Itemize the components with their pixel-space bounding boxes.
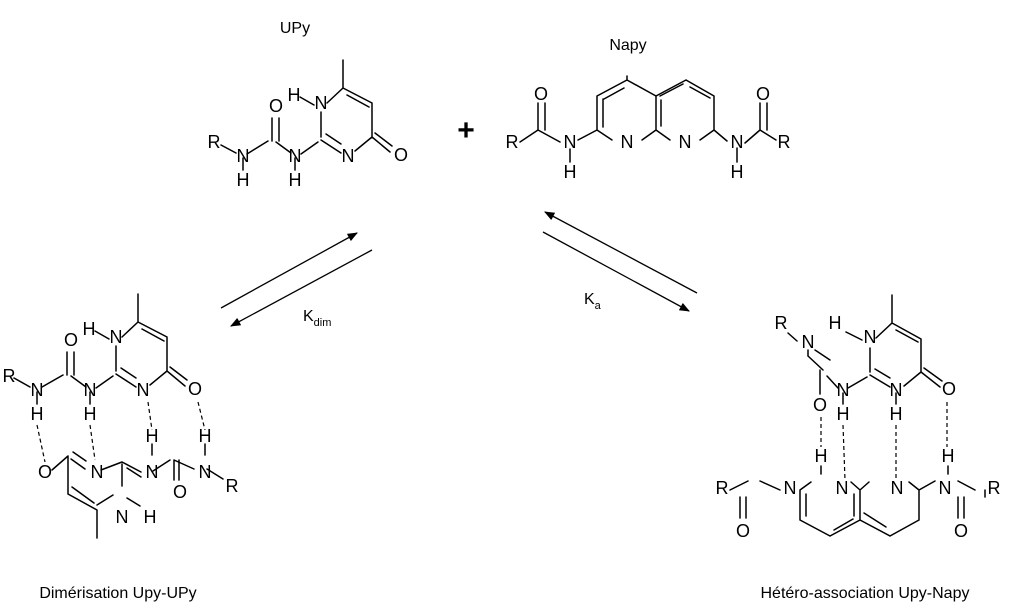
upy-o2: O [394,145,408,165]
k-dim-label: Kdim [303,308,331,329]
dimer-n4: N [137,380,150,400]
hetero-n6: N [836,478,849,498]
dimer-h5: H [199,426,212,446]
hetero-r1: R [775,313,788,333]
hetero-n2: N [837,380,850,400]
upy-title: UPy [280,20,310,37]
upy-n1: N [237,146,250,166]
hetero-n8: N [939,478,952,498]
hetero-h4: H [815,446,828,466]
upy-monomer: R N H O N H H N N O [208,59,408,190]
hetero-h1: H [829,313,842,333]
napy-r1: R [506,132,519,152]
dimerization-caption: Dimérisation Upy-UPy [39,585,196,602]
hetero-n5: N [784,478,797,498]
hetero-n7: N [891,478,904,498]
hetero-h5: H [942,446,955,466]
napy-title: Napy [609,37,646,54]
hetero-n4: N [890,380,903,400]
napy-n3: N [679,132,692,152]
dimer-r2: R [226,476,239,496]
dimer-n8: N [116,507,129,527]
upy-h3: H [288,85,301,105]
hetero-association-caption: Hétéro-association Upy-Napy [761,585,970,602]
dimer-r1: R [3,366,16,386]
hetero-h3: H [890,404,903,424]
napy-n1: N [564,132,577,152]
dimer-o3: O [38,462,52,482]
hetero-o1: O [813,395,827,415]
upy-h2: H [289,170,302,190]
dimer-h6: H [144,507,157,527]
dimer-h2: H [84,404,97,424]
upy-n4: N [342,146,355,166]
dimer-n3: N [110,327,123,347]
napy-h2: H [731,162,744,182]
upy-o1: O [269,96,283,116]
hetero-h2: H [837,404,850,424]
k-a-label: Ka [584,291,602,312]
napy-o2: O [756,84,770,104]
napy-h1: H [564,162,577,182]
association-equilibrium-arrows [542,211,698,312]
upy-dimer: R N H O N H H N N O H H O N N N R N H O [3,293,239,539]
upy-n3: N [315,93,328,113]
dimer-n1: N [31,380,44,400]
upy-h1: H [237,170,250,190]
dimer-h3: H [83,319,96,339]
napy-r2: R [778,132,791,152]
dimer-h4: H [146,426,159,446]
napy-n2: N [621,132,634,152]
dimer-n5: N [91,462,104,482]
upy-n2: N [289,146,302,166]
dimerization-equilibrium-arrows [220,232,373,327]
dimer-o4: O [173,482,187,502]
dimer-n7: N [199,462,212,482]
napy-monomer: R O N H N N N H O R [506,75,791,182]
hetero-n3: N [864,327,877,347]
hetero-o2: O [942,379,956,399]
dimer-n2: N [84,380,97,400]
hetero-n1: N [802,332,815,352]
napy-n4: N [731,132,744,152]
dimer-n6: N [146,462,159,482]
upy-napy-complex: R N H O N H N N H O H H R N N N N R O O [716,294,1001,541]
hetero-o3: O [736,521,750,541]
dimer-o2: O [188,379,202,399]
plus-sign: + [457,114,475,147]
hetero-r2: R [716,478,729,498]
napy-o1: O [534,84,548,104]
dimer-h1: H [31,404,44,424]
upy-r: R [208,132,221,152]
hetero-o4: O [954,521,968,541]
dimer-o1: O [64,330,78,350]
hetero-r3: R [988,478,1001,498]
